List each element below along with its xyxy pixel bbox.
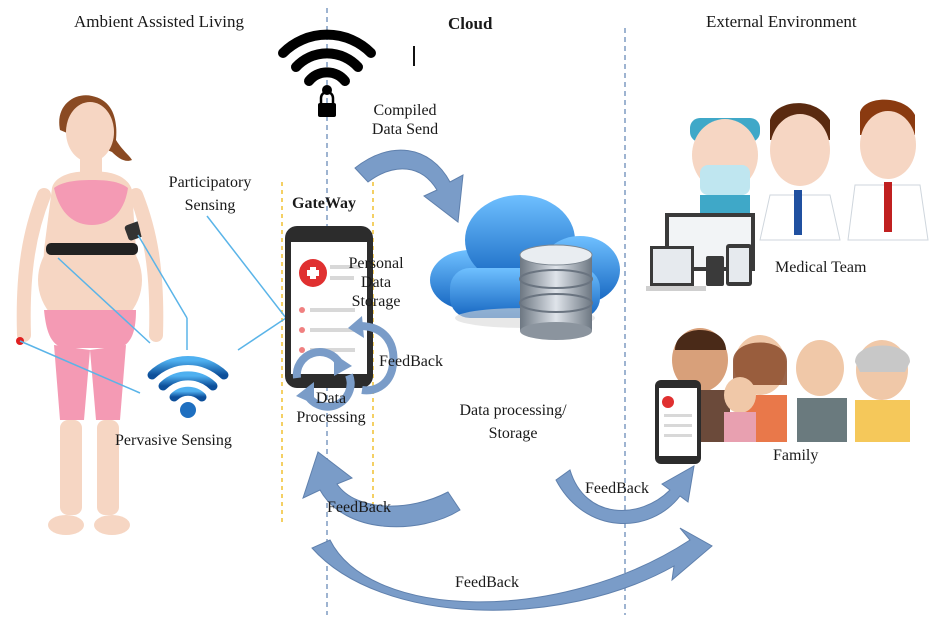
feedback-left-label: FeedBack xyxy=(327,499,391,516)
wifi-sensor-icon xyxy=(147,356,229,418)
section-title-cloud: Cloud xyxy=(448,14,493,33)
data-processing-label: Data Processing xyxy=(286,389,376,427)
compiled-data-send-label: Compiled Data Send xyxy=(350,101,460,139)
personal-line-1: Personal xyxy=(348,255,404,272)
cloud-database-icon xyxy=(430,195,620,340)
smartphone-icon xyxy=(285,226,373,388)
pervasive-sensing-label: Pervasive Sensing xyxy=(115,432,232,449)
compiled-line-2: Data Send xyxy=(371,121,439,138)
medical-team-label: Medical Team xyxy=(775,259,867,276)
personal-line-2: Data xyxy=(360,274,392,291)
participatory-line-2: Sensing xyxy=(184,197,236,214)
personal-line-3: Storage xyxy=(351,293,401,310)
section-title-external: External Environment xyxy=(706,12,857,31)
processing-line-1: Data xyxy=(315,390,347,407)
processing-line-2: Processing xyxy=(296,409,366,426)
cycle-arrowheads xyxy=(296,316,364,404)
smartphone-small-icon xyxy=(655,380,701,464)
cloud-processing-label: Data processing/ Storage xyxy=(438,401,588,443)
participatory-sensing-label: Participatory Sensing xyxy=(150,173,270,215)
section-title-ambient: Ambient Assisted Living xyxy=(74,12,244,31)
family-label: Family xyxy=(773,447,819,464)
pregnant-woman-figure xyxy=(16,95,164,535)
feedback-right-label: FeedBack xyxy=(585,480,649,497)
wifi-lock-icon xyxy=(278,29,376,117)
family-figure xyxy=(670,328,910,442)
gateway-label: GateWay xyxy=(292,195,356,212)
cloud-processing-line-1: Data processing/ xyxy=(459,402,567,419)
devices-icon xyxy=(646,213,755,291)
feedback-arrow-right xyxy=(555,465,695,524)
cloud-processing-line-2: Storage xyxy=(488,425,538,442)
participatory-line-1: Participatory xyxy=(168,174,252,191)
compiled-line-1: Compiled xyxy=(373,102,437,119)
feedback-gateway-label: FeedBack xyxy=(379,353,443,370)
feedback-arrow-left xyxy=(302,451,461,528)
sensing-lines xyxy=(19,215,287,394)
feedback-bottom-label: FeedBack xyxy=(455,574,519,591)
personal-data-storage-label: Personal Data Storage xyxy=(336,254,416,311)
compiled-data-send-arrow xyxy=(354,149,464,223)
feedback-arrow-bottom xyxy=(311,527,713,611)
